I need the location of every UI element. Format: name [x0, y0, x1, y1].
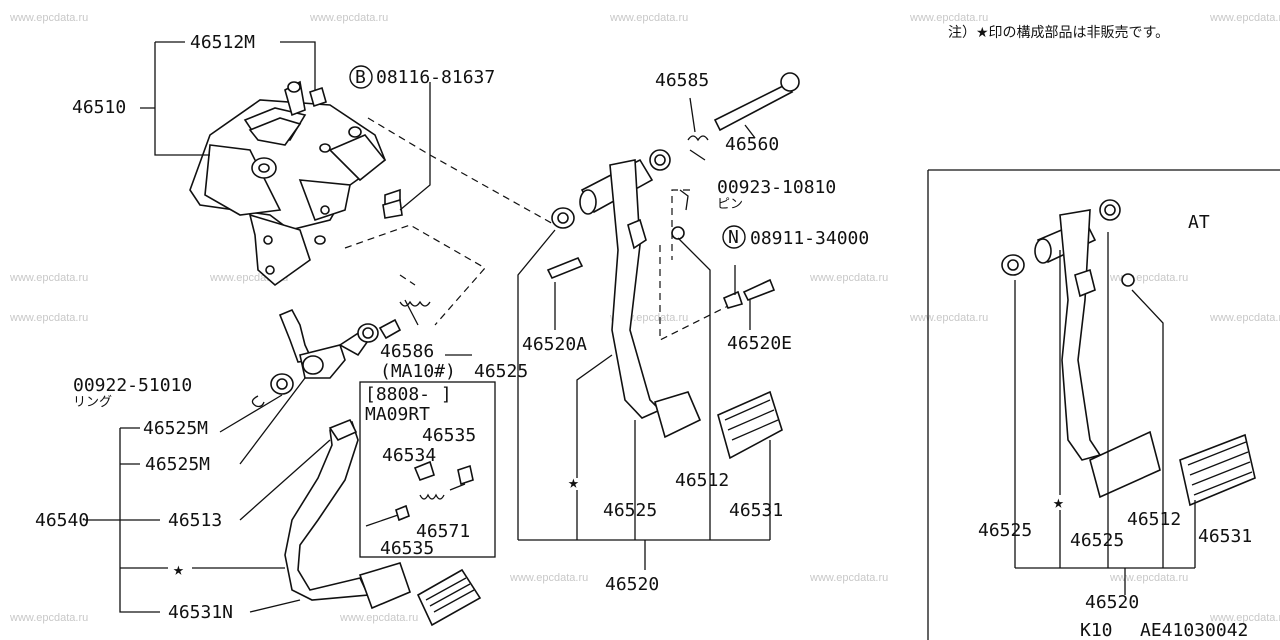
dashed-guide-lines	[344, 117, 731, 341]
leader-lines	[85, 41, 1196, 613]
part-label: 46520A	[522, 334, 587, 355]
watermark: www.epcdata.ru	[9, 12, 88, 24]
footer-code: AE41030042	[1140, 620, 1248, 640]
part-label: 00922-51010	[73, 375, 192, 396]
part-label: 46586	[380, 341, 434, 362]
watermark: www.epcdata.ru	[809, 572, 888, 584]
watermark: www.epcdata.ru	[9, 612, 88, 624]
part-label: (MA10#)	[380, 361, 456, 382]
note-text: 注）★印の構成部品は非販売です。	[948, 25, 1169, 41]
watermark: www.epcdata.ru	[909, 12, 988, 24]
part-label: 46525M	[145, 454, 210, 475]
part-label: ピン	[717, 197, 743, 212]
part-label: 46535	[380, 538, 434, 559]
inset-box: [8808- ] MA09RT	[359, 381, 496, 558]
part-label: 46560	[725, 134, 779, 155]
part-label: 46534	[382, 445, 436, 466]
part-label: 46525M	[143, 418, 208, 439]
part-label: 46535	[422, 425, 476, 446]
watermark: www.epcdata.ru	[309, 12, 388, 24]
watermark: www.epcdata.ru	[9, 272, 88, 284]
part-label: 46540	[35, 510, 89, 531]
circled-n: N	[728, 227, 739, 248]
part-label: AT	[1188, 212, 1210, 233]
part-label: リング	[73, 395, 112, 410]
part-label: 46520E	[727, 333, 792, 354]
watermark: www.epcdata.ru	[1209, 312, 1280, 324]
part-label: 08911-34000	[750, 228, 869, 249]
watermark: www.epcdata.ru	[1109, 272, 1188, 284]
part-label: 46510	[72, 97, 126, 118]
part-label: 46525	[978, 520, 1032, 541]
part-label: 46512M	[190, 32, 255, 53]
part-label: 08116-81637	[376, 67, 495, 88]
at-pedal-drawing	[927, 169, 1280, 640]
watermark: www.epcdata.ru	[1109, 572, 1188, 584]
part-label: 46525	[1070, 530, 1124, 551]
part-label: 46525	[474, 361, 528, 382]
watermark: www.epcdata.ru	[509, 572, 588, 584]
part-labels: 46512M 46510 08116-81637 46586 (MA10#) 4…	[35, 32, 1252, 640]
part-label: 46520	[605, 574, 659, 595]
pedal-bracket-drawing	[189, 80, 403, 287]
star-marker: ★	[173, 559, 184, 580]
part-label: 46512	[1127, 509, 1181, 530]
watermark: www.epcdata.ru	[1209, 12, 1280, 24]
star-marker: ★	[568, 472, 579, 493]
footer-model: K10	[1080, 620, 1113, 640]
part-label: 46585	[655, 70, 709, 91]
brake-pedal-drawing	[546, 72, 800, 460]
part-label: 46512	[675, 470, 729, 491]
part-label: 46525	[603, 500, 657, 521]
watermark: www.epcdata.ru	[909, 312, 988, 324]
part-label: 46531	[1198, 526, 1252, 547]
part-label: 46531	[729, 500, 783, 521]
inset-model-label: MA09RT	[365, 404, 430, 425]
part-label: 46520	[1085, 592, 1139, 613]
part-label: 00923-10810	[717, 177, 836, 198]
watermark: www.epcdata.ru	[339, 612, 418, 624]
watermark: www.epcdata.ru	[809, 272, 888, 284]
watermark: www.epcdata.ru	[9, 312, 88, 324]
part-label: 46531N	[168, 602, 233, 623]
watermark: www.epcdata.ru	[1209, 612, 1280, 624]
clutch-pedal-drawing	[251, 299, 482, 627]
inset-date-label: [8808- ]	[365, 384, 452, 405]
watermark: www.epcdata.ru	[609, 12, 688, 24]
part-label: 46513	[168, 510, 222, 531]
part-label: 46571	[416, 521, 470, 542]
star-marker: ★	[1053, 492, 1064, 513]
circled-b: B	[355, 67, 366, 88]
